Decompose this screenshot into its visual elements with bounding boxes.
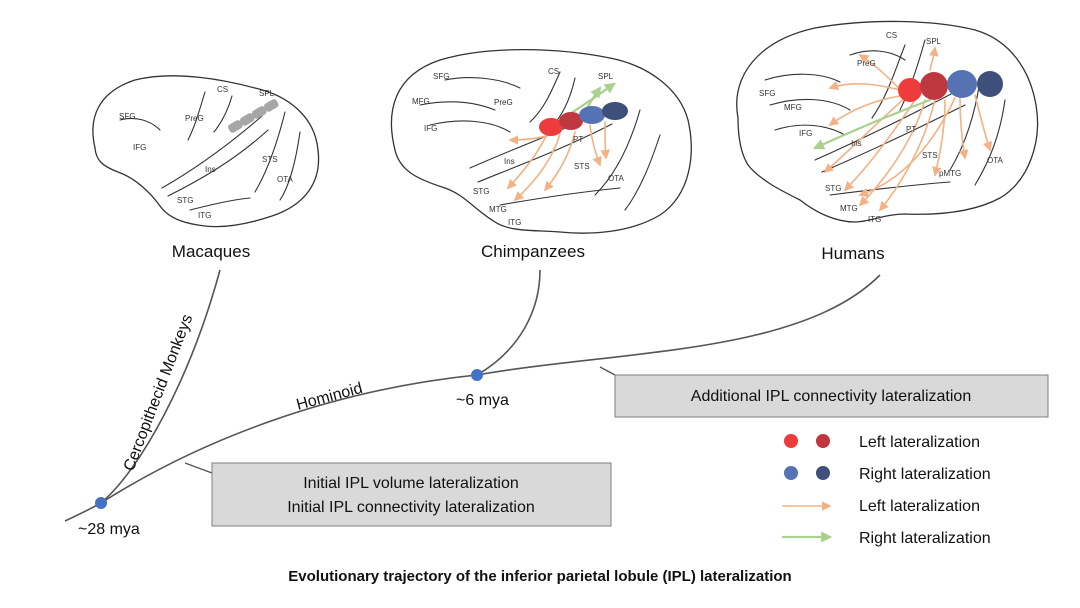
branch-label-cercopithecid: Cercopithecid Monkeys [121,312,196,473]
ipl-patch [228,120,243,133]
region-label: SPL [259,89,275,98]
region-label: PT [573,135,583,144]
region-label: ITG [198,211,211,220]
right-ipl-region [947,70,977,98]
region-label: IFG [424,124,437,133]
region-label: pMTG [939,169,961,178]
region-label: OTA [987,156,1004,165]
region-label: IFG [799,129,812,138]
right-ipl-region [579,106,605,124]
ipl-patch [252,106,267,119]
annotation-text: Initial IPL volume lateralization [303,475,519,492]
legend-swatch-red-dark [816,434,830,448]
region-label: OTA [277,175,294,184]
chimpanzee-brain: SFG CS SPL MFG PreG IFG PT Ins STS OTA S… [390,48,692,234]
left-ipl-region [898,78,922,102]
region-label: MFG [784,103,802,112]
left-ipl-region [920,72,948,100]
region-label: SFG [119,112,135,121]
region-label: SFG [433,72,449,81]
branch-label-hominoid: Hominoid [295,380,365,414]
node-6-mya [471,369,483,381]
region-label: ITG [868,215,881,224]
tree-stem [64,502,102,522]
region-label: SPL [926,37,942,46]
annotation-initial: Initial IPL volume lateralization Initia… [211,462,612,527]
region-label: PreG [494,98,513,107]
right-ipl-region [977,71,1003,97]
legend-label: Left lateralization [859,434,980,451]
macaque-brain: SFG CS SPL PreG IFG Ins STS OTA STG ITG [92,75,320,228]
region-label: MTG [489,205,507,214]
legend-swatch-red-light [784,434,798,448]
region-label: SFG [759,89,775,98]
region-label: PT [906,125,916,134]
figure-caption: Evolutionary trajectory of the inferior … [288,568,791,585]
region-label: CS [217,85,228,94]
node-label-6: ~6 mya [456,392,509,409]
species-label-chimpanzees: Chimpanzees [481,242,585,261]
annotation-text: Initial IPL connectivity lateralization [287,499,535,516]
annotation-box [614,374,1049,418]
node-label-28: ~28 mya [78,521,140,538]
region-label: PreG [185,114,204,123]
region-label: STS [574,162,590,171]
right-ipl-region [602,102,628,120]
region-label: Ins [851,139,862,148]
region-label: Ins [205,165,216,174]
left-ipl-region [539,118,563,136]
branch-chimpanzee [476,269,541,376]
phylogenetic-tree [64,269,881,522]
legend-label: Left lateralization [859,498,980,515]
ipl-patch [240,113,255,126]
species-label-humans: Humans [821,244,884,263]
region-label: STS [262,155,278,164]
region-label: STG [825,184,841,193]
region-label: PreG [857,59,876,68]
legend: Left lateralization Right lateralization… [781,434,991,547]
region-label: MTG [840,204,858,213]
node-28-mya [95,497,107,509]
region-label: OTA [608,174,625,183]
callout-leader [599,366,616,376]
annotation-additional: Additional IPL connectivity lateralizati… [614,374,1049,418]
region-label: Ins [504,157,515,166]
annotation-box [211,462,612,527]
human-brain: CS SPL SFG PreG MFG IFG PT Ins STS OTA S… [736,20,1039,224]
region-label: ITG [508,218,521,227]
legend-label: Right lateralization [859,530,991,547]
region-label: CS [886,31,897,40]
region-label: STG [473,187,489,196]
branch-human [476,274,881,376]
legend-swatch-blue-light [784,466,798,480]
region-label: CS [548,67,559,76]
region-label: MFG [412,97,430,106]
left-ipl-region [559,112,583,130]
region-label: STS [922,151,938,160]
species-label-macaques: Macaques [172,242,250,261]
branch-cercopithecid [100,269,221,504]
region-label: SPL [598,72,614,81]
legend-swatch-blue-dark [816,466,830,480]
annotation-text: Additional IPL connectivity lateralizati… [691,388,971,405]
ipl-patch [264,99,279,112]
legend-label: Right lateralization [859,466,991,483]
region-label: STG [177,196,193,205]
region-label: IFG [133,143,146,152]
branch-hominoid [100,374,478,504]
